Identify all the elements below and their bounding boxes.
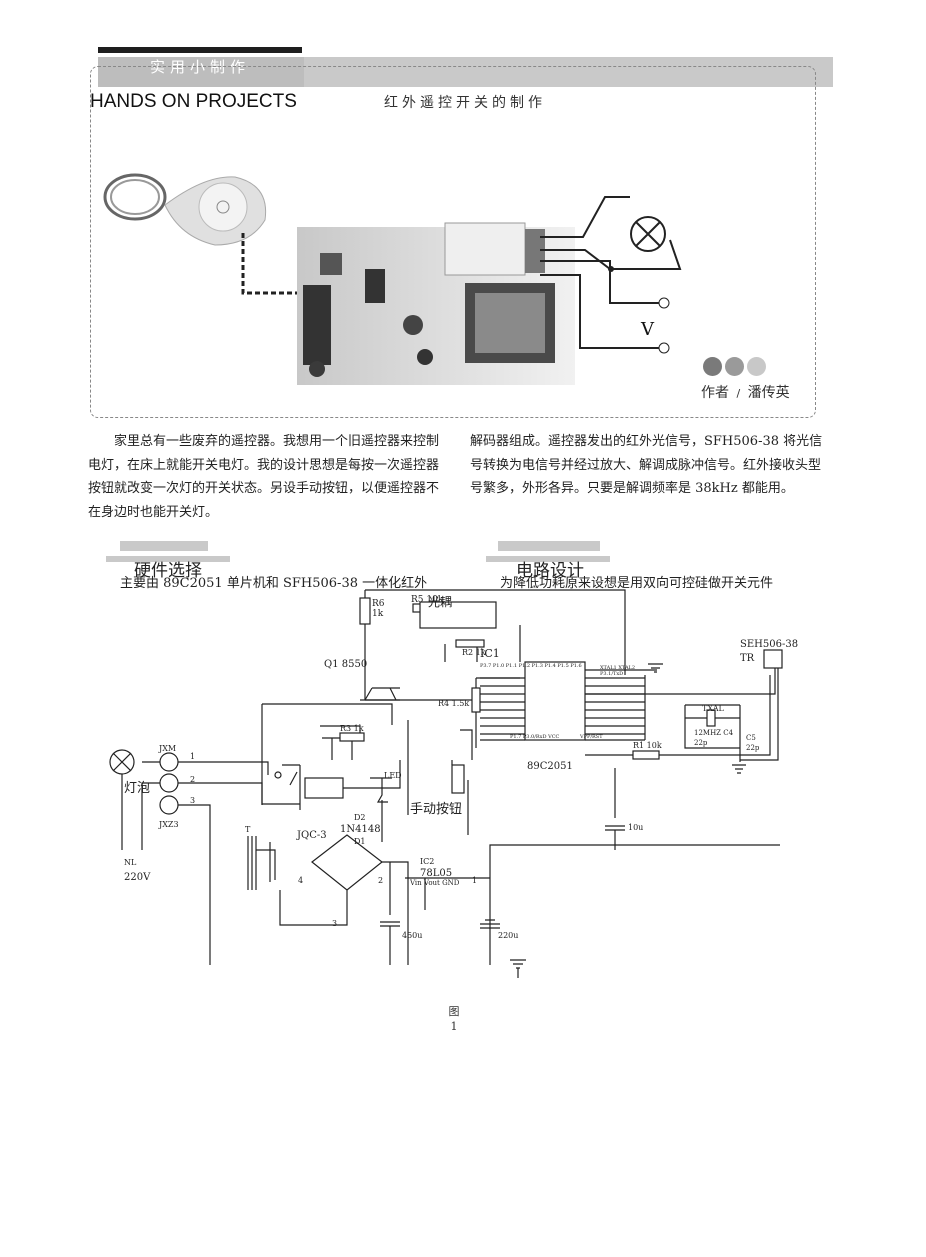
- label-1n4148: 1N4148: [340, 824, 381, 835]
- label-bridge-4: 4: [298, 876, 303, 885]
- label-ic1: IC1: [480, 647, 500, 660]
- figure-label-char: 图: [448, 1005, 460, 1018]
- label-regulator-pins: Vin Vout GND: [409, 879, 460, 887]
- label-lamp: 灯泡: [124, 781, 150, 796]
- label-relay: JQC-3: [296, 830, 327, 841]
- mcu-chip: [303, 285, 331, 365]
- circuit-schematic: R6 1k R5 10k 光耦 IC1 R2 1k Q1 8550 R4 1.5…: [109, 589, 798, 978]
- hardware-heading: 硬件选择: [134, 561, 202, 581]
- label-c5: C5: [746, 734, 756, 742]
- wire: [540, 196, 630, 238]
- label-bridge-2: 2: [378, 876, 383, 885]
- label-c5-value: 22p: [746, 744, 760, 752]
- label-mcu-bottom-pins: P1.7 P3.0/RxD VCC: [510, 734, 560, 740]
- section-bar: [120, 541, 208, 551]
- label-t: T: [245, 825, 251, 834]
- figure-label-number: 1: [450, 1020, 458, 1033]
- label-r5: R5 10k: [411, 595, 444, 605]
- section-bar: [486, 556, 610, 562]
- label-r3: R3 1k: [340, 724, 364, 733]
- label-c10: 10u: [628, 823, 643, 832]
- voltage-label: V: [640, 319, 655, 340]
- label-pin1: 1: [190, 752, 195, 761]
- label-txd: P3.1/TxD: [600, 671, 623, 677]
- figure-caption: 图 1: [447, 1004, 461, 1034]
- label-78l05: 78L05: [420, 868, 452, 879]
- label-d2: D2: [354, 813, 366, 822]
- author-line: 作者 / 潘传英: [701, 382, 790, 402]
- label-sensor: SEH506-38: [740, 639, 798, 650]
- author-label: 作者: [701, 385, 729, 401]
- label-crystal: 12MHZ C4: [694, 729, 734, 737]
- label-jxm: JXM: [158, 744, 176, 753]
- body-paragraph-left: 家里总有一些废弃的遥控器。我想用一个旧遥控器来控制电灯，在床上就能开关电灯。我的…: [88, 434, 440, 520]
- label-pin2: 2: [190, 775, 195, 784]
- label-txal: TXAL: [702, 704, 725, 713]
- article-title: 红外遥控开关的制作: [384, 95, 546, 111]
- label-d1: D1: [354, 837, 366, 846]
- label-89c2051: 89C2051: [527, 761, 573, 772]
- header-tag-band: [98, 57, 304, 87]
- label-bridge-3: 3: [332, 919, 337, 928]
- key-ring: [103, 173, 167, 221]
- header-top-rule: [98, 47, 302, 53]
- label-c4-value: 22p: [694, 739, 708, 747]
- label-xtal-pins: XTAL1 XTAL2: [600, 665, 635, 671]
- circuit-line: 为降低功耗原来设想是用双向可控硅做开关元件: [500, 576, 774, 591]
- label-manual-button: 手动按钮: [410, 802, 462, 817]
- label-reg-pin1: 1: [472, 876, 477, 885]
- section-tag: 实用小制作: [150, 58, 251, 76]
- label-r4: R4 1.5k: [438, 699, 469, 708]
- circuit-heading: 电路设计: [516, 561, 584, 581]
- label-ic2: IC2: [420, 857, 434, 866]
- label-tr: TR: [740, 653, 755, 664]
- relay: [444, 222, 526, 276]
- label-220v: 220V: [124, 872, 151, 883]
- section-bar: [498, 541, 600, 551]
- label-c220: 220u: [498, 931, 518, 940]
- label-mcu-right-pin: VPP/RST: [579, 734, 603, 740]
- label-led: LED: [384, 771, 402, 780]
- label-mcu-top-pins: P3.7 P1.0 P1.1 P1.2 P1.3 P1.4 P1.5 P1.6: [480, 663, 582, 669]
- label-r6-value: 1k: [372, 609, 384, 619]
- label-jxz3: JXZ3: [158, 820, 179, 829]
- label-r1: R1 10k: [633, 741, 662, 750]
- label-c450: 450u: [402, 931, 422, 940]
- label-r6: R6: [372, 599, 385, 609]
- label-optocoupler: 光耦: [428, 595, 452, 609]
- label-pin3: 3: [190, 796, 195, 805]
- body-paragraph-right: 解码器组成。遥控器发出的红外光信号，SFH506-38 将光信号转换为电信号并经…: [470, 434, 823, 496]
- label-nl: NL: [124, 858, 137, 867]
- label-q1: Q1 8550: [324, 659, 367, 670]
- series-title: HANDS ON PROJECTS: [90, 91, 297, 112]
- label-r2: R2 1k: [462, 648, 486, 657]
- section-bar: [106, 556, 230, 562]
- author-separator: /: [736, 387, 741, 400]
- photo-frame: [90, 66, 816, 418]
- project-photo: V: [103, 173, 682, 385]
- author-name: 潘传英: [747, 385, 790, 401]
- hardware-line: 主要由 89C2051 单片机和 SFH506-38 一体化红外: [120, 576, 428, 591]
